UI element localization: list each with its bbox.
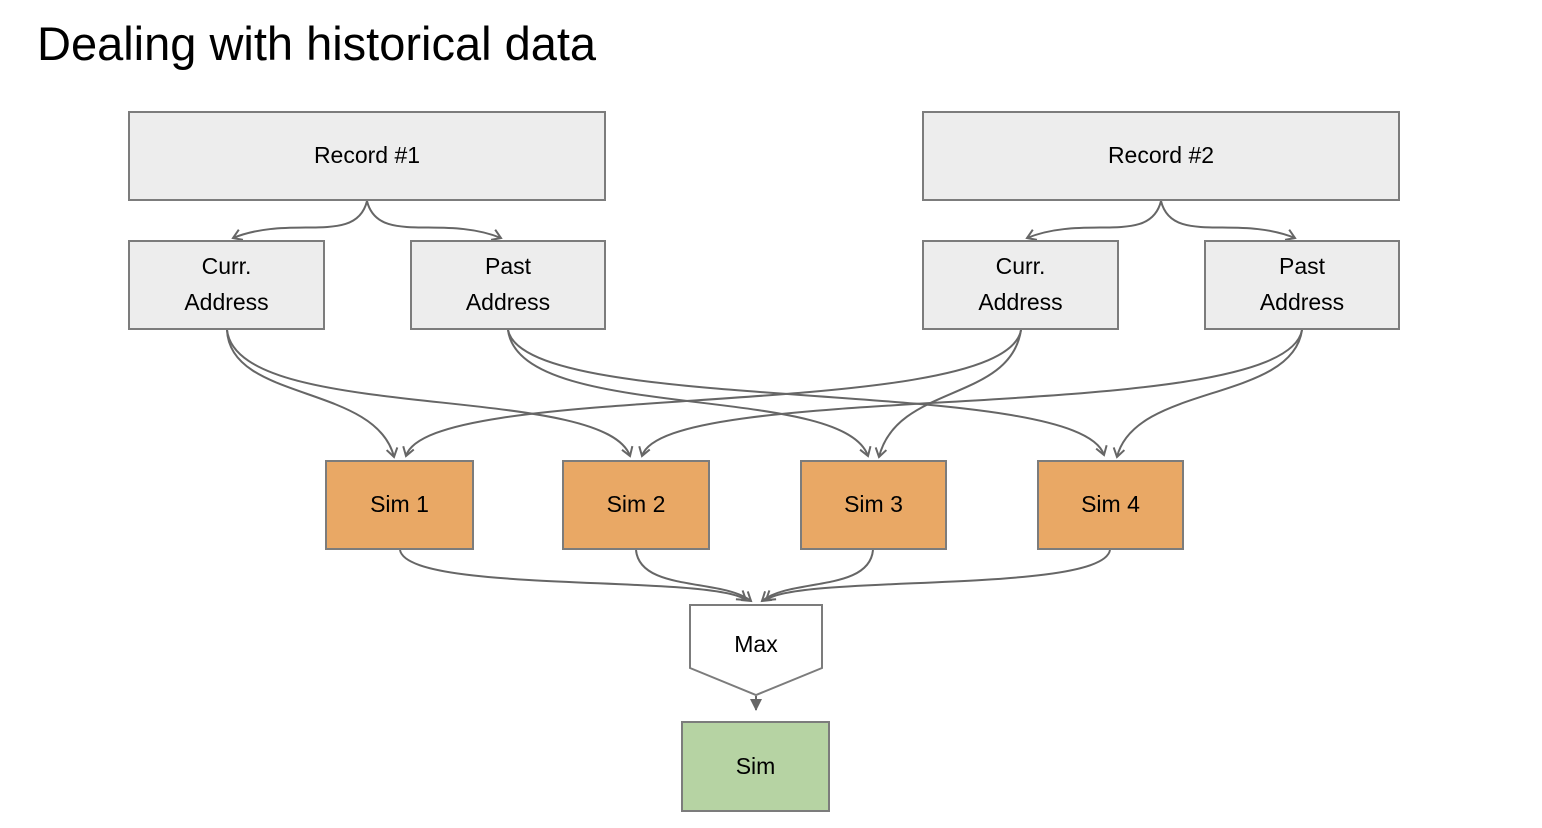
node-past-address-2: Past Address <box>1204 240 1400 330</box>
page-title: Dealing with historical data <box>37 17 597 70</box>
node-past-address-1: Past Address <box>410 240 606 330</box>
node-record-2: Record #2 <box>922 111 1400 201</box>
node-sim-2: Sim 2 <box>562 460 710 550</box>
node-sim-result: Sim <box>681 721 830 812</box>
node-curr-address-2: Curr. Address <box>922 240 1119 330</box>
node-sim-4: Sim 4 <box>1037 460 1184 550</box>
node-sim-3: Sim 3 <box>800 460 947 550</box>
node-sim-1: Sim 1 <box>325 460 474 550</box>
node-record-1: Record #1 <box>128 111 606 201</box>
node-max: Max <box>734 631 778 657</box>
node-curr-address-1: Curr. Address <box>128 240 325 330</box>
